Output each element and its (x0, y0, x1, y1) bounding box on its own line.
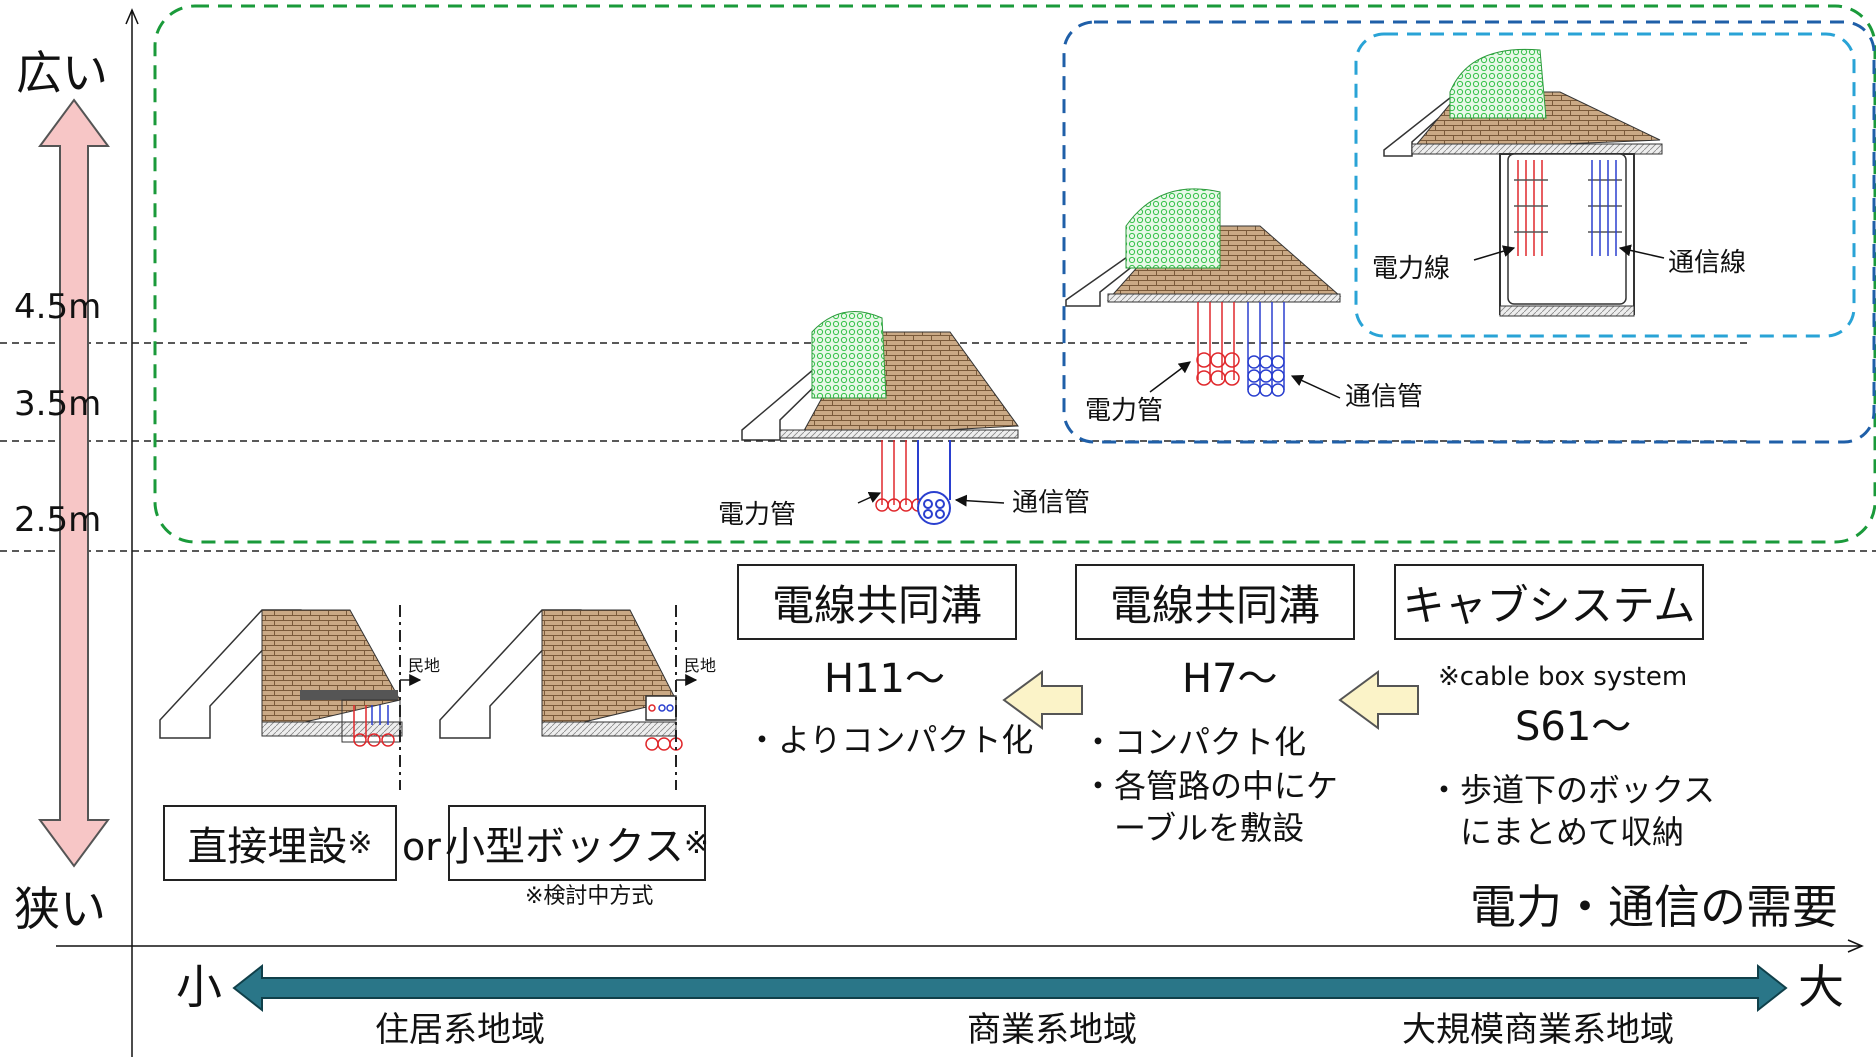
wide-sidewalk-group (153, 4, 1876, 544)
x-axis-title: 電力・通信の需要 (1470, 880, 1838, 934)
direct-burial-box: 直接埋設※ (163, 805, 397, 881)
small-box-box: 小型ボックス※ (445, 805, 709, 881)
direct-burial-mark: ※ (347, 825, 373, 861)
x-axis-arrowhead (1847, 939, 1864, 953)
tick-2-5m: 2.5m (14, 500, 102, 540)
small-box-illustration (439, 605, 698, 790)
x-axis-small-label: 小 (176, 960, 222, 1014)
cab-power-lines (1517, 160, 1543, 256)
tick-3-5m: 3.5m (14, 384, 102, 424)
flow-arrow-1 (1002, 670, 1083, 730)
stage-cab-note-2: にまとめて収納 (1428, 813, 1685, 851)
h7-comm-pipes (1247, 302, 1285, 397)
small-box-mark: ※ (683, 825, 709, 861)
under-review-note: ※検討中方式 (525, 884, 654, 909)
h11-power-pipe-label: 電力管 (718, 500, 797, 530)
y-axis-bottom-label: 狭い (14, 882, 106, 936)
private-land-label-1: 民地 (408, 656, 441, 675)
region-large-commercial: 大規模商業系地域 (1402, 1010, 1674, 1050)
region-residential: 住居系地域 (375, 1010, 545, 1050)
h7-power-pipe-label: 電力管 (1085, 396, 1164, 426)
y-axis-arrowhead (125, 8, 139, 25)
cab-power-line-label: 電力線 (1372, 254, 1451, 284)
cab-comm-lines (1591, 160, 1617, 256)
y-axis-top-label: 広い (16, 46, 108, 100)
small-box-label: 小型ボックス (445, 824, 684, 870)
stage-h11-name: 電線共同溝 (771, 580, 982, 630)
direct-burial-illustration (159, 605, 422, 790)
stage-h7-era: H7～ (1182, 656, 1278, 702)
x-axis-large-label: 大 (1798, 960, 1844, 1014)
stage-cab-era: S61～ (1515, 704, 1632, 750)
region-commercial: 商業系地域 (967, 1010, 1137, 1050)
stage-h7-box: 電線共同溝 (1075, 564, 1355, 640)
flow-arrow-2 (1338, 670, 1419, 730)
stage-cab-box: キャブシステム (1394, 564, 1704, 640)
h11-comm-pipe-label: 通信管 (1012, 488, 1091, 518)
stage-h11-note-1: ・よりコンパクト化 (746, 721, 1034, 759)
stage-cab-subtitle: ※cable box system (1438, 662, 1688, 692)
stage-cab-note-1: ・歩道下のボックス (1428, 771, 1716, 809)
h11-power-pipes (875, 440, 925, 512)
tick-4-5m: 4.5m (14, 287, 102, 327)
private-land-label-2: 民地 (684, 656, 717, 675)
h7-illustration (1065, 188, 1342, 399)
demand-arrow (232, 963, 1788, 1013)
stage-h7-name: 電線共同溝 (1109, 580, 1320, 630)
stage-h11-era: H11～ (824, 656, 945, 702)
or-text: or (402, 825, 441, 869)
cab-system-illustration (1383, 48, 1665, 317)
cab-system-group (1354, 32, 1856, 338)
stage-h7-note-2: ・各管路の中にケ (1082, 767, 1339, 805)
stage-h11-box: 電線共同溝 (737, 564, 1017, 640)
direct-burial-label: 直接埋設 (187, 824, 348, 870)
h7-power-pipes (1196, 302, 1240, 386)
h11-comm-pipe (917, 440, 951, 525)
stage-cab-name: キャブシステム (1402, 580, 1696, 630)
stage-h7-note-3: ーブルを敷設 (1082, 809, 1305, 847)
cab-comm-line-label: 通信線 (1668, 248, 1747, 278)
h7-comm-pipe-label: 通信管 (1345, 382, 1424, 412)
h11-illustration (741, 311, 1019, 525)
stage-h7-note-1: ・コンパクト化 (1082, 723, 1307, 761)
h7-cab-group (1062, 20, 1876, 444)
sidewalk-width-arrow (38, 98, 110, 868)
